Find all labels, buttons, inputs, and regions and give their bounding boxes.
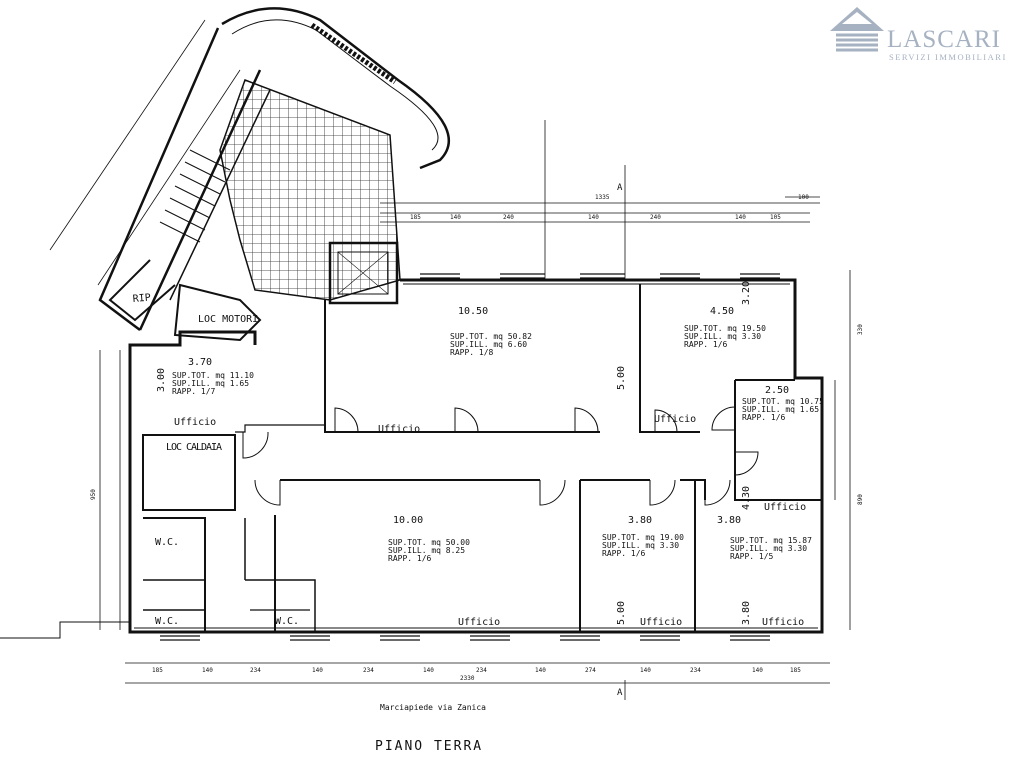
service-room-caldaia: LOC CALDAIA (166, 442, 222, 453)
dim-corner: 100 (798, 194, 809, 201)
bottom-dim: 140 (312, 667, 323, 674)
stair-wing (98, 7, 451, 342)
room-dim-height: 4.30 (741, 486, 752, 510)
lascari-logo: LASCARI SERVIZI IMMOBILIARI (830, 7, 1007, 62)
room-label: Ufficio (174, 417, 216, 428)
room-dim-height: 3.00 (156, 368, 167, 392)
room-sup-ill: SUP.ILL. mq 6.60 (450, 340, 527, 349)
service-room-wc-2: W.C. (155, 616, 179, 627)
bottom-dim: 234 (476, 667, 487, 674)
room-4: 2.50 4.30 SUP.TOT. mq 10.75 SUP.ILL. mq … (741, 385, 824, 513)
room-sup-ill: SUP.ILL. mq 1.65 (742, 405, 819, 414)
room-label: Ufficio (458, 617, 500, 628)
room-1: 10.50 5.00 SUP.TOT. mq 50.82 SUP.ILL. mq… (378, 306, 627, 435)
section-mark-bottom: A (617, 688, 623, 698)
room-rapp: RAPP. 1/6 (742, 413, 786, 422)
top-dim: 140 (588, 214, 599, 221)
room-label: Ufficio (764, 502, 806, 513)
room-dim-width: 4.50 (710, 306, 734, 317)
room-dim-width: 2.50 (765, 385, 789, 396)
bottom-dim: 234 (250, 667, 261, 674)
room-sup-tot: SUP.TOT. mq 10.75 (742, 397, 824, 406)
bottom-dim: 140 (202, 667, 213, 674)
bottom-dim: 185 (790, 667, 801, 674)
room-7: 3.80 3.80 SUP.TOT. mq 15.87 SUP.ILL. mq … (717, 515, 812, 628)
room-dim-width: 3.70 (188, 357, 212, 368)
room-dim-width: 10.50 (458, 306, 488, 317)
room-rapp: RAPP. 1/6 (602, 549, 646, 558)
bottom-dim: 234 (363, 667, 374, 674)
bottom-dim: 185 (152, 667, 163, 674)
top-dim: 140 (735, 214, 746, 221)
room-label: Ufficio (378, 424, 420, 435)
room-rapp: RAPP. 1/7 (172, 387, 216, 396)
room-sup-ill: SUP.ILL. mq 8.25 (388, 546, 465, 555)
street-label: Marciapiede via Zanica (380, 703, 486, 712)
service-room-rip: RIP (132, 292, 151, 305)
room-3: 3.70 3.00 SUP.TOT. mq 11.10 SUP.ILL. mq … (156, 357, 254, 428)
room-sup-ill: SUP.ILL. mq 3.30 (684, 332, 761, 341)
bottom-dims: 185 140 234 140 234 140 234 140 274 140 … (152, 667, 801, 674)
top-dim: 140 (450, 214, 461, 221)
room-2: 4.50 3.20 SUP.TOT. mq 19.50 SUP.ILL. mq … (654, 281, 766, 425)
room-sup-ill: SUP.ILL. mq 1.65 (172, 379, 249, 388)
logo-tagline: SERVIZI IMMOBILIARI (889, 52, 1007, 62)
dim-right-lower: 890 (857, 494, 864, 505)
room-dim-width: 3.80 (717, 515, 741, 526)
bottom-dim: 140 (535, 667, 546, 674)
room-dim-height: 5.00 (616, 601, 627, 625)
bottom-dim: 234 (690, 667, 701, 674)
room-dim-height: 5.00 (616, 366, 627, 390)
room-rapp: RAPP. 1/6 (388, 554, 432, 563)
room-label: Ufficio (654, 414, 696, 425)
top-dim: 240 (503, 214, 514, 221)
room-dim-height: 3.20 (741, 281, 752, 305)
dim-right-upper: 330 (857, 324, 864, 335)
top-dims: 185 140 240 140 240 140 105 (410, 214, 781, 221)
top-dim: 105 (770, 214, 781, 221)
room-sup-tot: SUP.TOT. mq 50.00 (388, 538, 470, 547)
room-dim-width: 10.00 (393, 515, 423, 526)
room-label: Ufficio (762, 617, 804, 628)
building-walls (0, 273, 824, 641)
bottom-dim: 140 (640, 667, 651, 674)
dim-top-total: 1335 (595, 194, 610, 201)
room-sup-tot: SUP.TOT. mq 50.82 (450, 332, 532, 341)
bottom-dim: 274 (585, 667, 596, 674)
service-room-wc-1: W.C. (155, 537, 179, 548)
room-dim-height: 3.80 (741, 601, 752, 625)
room-rapp: RAPP. 1/5 (730, 552, 774, 561)
room-sup-ill: SUP.ILL. mq 3.30 (602, 541, 679, 550)
dim-bottom-total: 2330 (460, 675, 475, 682)
room-label: Ufficio (640, 617, 682, 628)
service-room-wc-3: W.C. (275, 616, 299, 627)
room-6: 3.80 5.00 SUP.TOT. mq 19.00 SUP.ILL. mq … (602, 515, 684, 628)
dim-left-total: 950 (90, 489, 97, 500)
bottom-dim: 140 (752, 667, 763, 674)
top-dim: 185 (410, 214, 421, 221)
room-dim-width: 3.80 (628, 515, 652, 526)
room-5: 10.00 SUP.TOT. mq 50.00 SUP.ILL. mq 8.25… (388, 515, 500, 628)
plan-title: PIANO TERRA (375, 739, 483, 754)
room-sup-tot: SUP.TOT. mq 11.10 (172, 371, 254, 380)
service-room-motori: LOC MOTORI (198, 314, 258, 325)
bottom-dim: 140 (423, 667, 434, 674)
house-icon (830, 7, 884, 52)
top-dim: 240 (650, 214, 661, 221)
logo-name: LASCARI (887, 26, 1001, 53)
room-sup-tot: SUP.TOT. mq 15.87 (730, 536, 812, 545)
section-mark-top: A (617, 183, 623, 193)
dimension-lines (49, 19, 851, 700)
room-rapp: RAPP. 1/6 (684, 340, 728, 349)
room-sup-ill: SUP.ILL. mq 3.30 (730, 544, 807, 553)
room-sup-tot: SUP.TOT. mq 19.50 (684, 324, 766, 333)
room-rapp: RAPP. 1/8 (450, 348, 494, 357)
room-sup-tot: SUP.TOT. mq 19.00 (602, 533, 684, 542)
